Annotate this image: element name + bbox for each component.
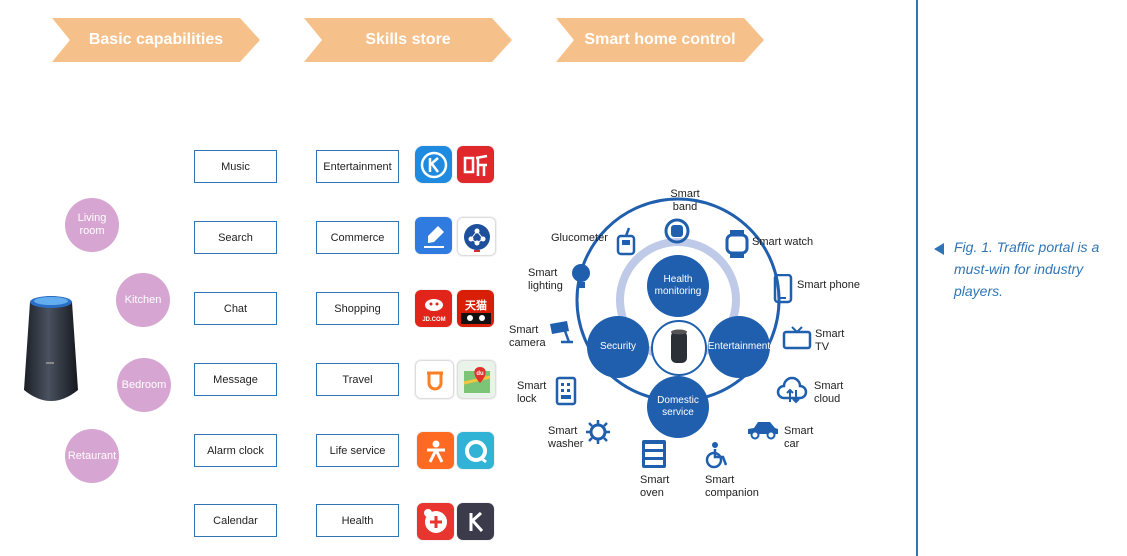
label-smart-lighting: Smart lighting <box>528 267 563 292</box>
skill-shopping: Shopping <box>316 292 399 325</box>
phone-icon <box>773 274 793 304</box>
figure-caption: Fig. 1. Traffic portal is a must-win for… <box>954 239 1100 299</box>
room-kitchen: Kitchen <box>116 273 170 327</box>
capability-calendar: Calendar <box>194 504 277 537</box>
caption-arrow-icon <box>934 243 944 255</box>
pen-icon <box>415 217 452 254</box>
tv-icon <box>782 326 812 350</box>
dianping-icon <box>417 432 454 469</box>
label-smart-washer: Smart washer <box>548 425 584 450</box>
label-smart-car: Smart car <box>784 425 814 450</box>
capability-search: Search <box>194 221 277 254</box>
label-smart-watch: Smart watch <box>752 236 814 248</box>
label-smart-phone: Smart phone <box>797 279 860 291</box>
label-smart-oven: Smart oven <box>640 474 670 499</box>
keep-icon <box>457 503 494 540</box>
label-smart-lock: Smart lock <box>517 380 547 405</box>
baidu-map-icon: du <box>457 360 496 399</box>
svg-text:du: du <box>476 371 484 377</box>
camera-icon <box>550 321 573 344</box>
step-basic-capabilities: Basic capabilities <box>52 18 260 62</box>
label-smart-cloud: Smart cloud <box>814 380 844 405</box>
node-health-monitoring: Health monitoring <box>647 255 709 317</box>
room-restaurant: Retaurant <box>65 429 119 483</box>
svg-text:JD.COM: JD.COM <box>422 317 445 323</box>
label-glucometer: Glucometer <box>551 232 608 244</box>
room-living-room: Living room <box>65 198 119 252</box>
oven-icon <box>642 440 666 468</box>
network-icon <box>457 217 496 256</box>
wheelchair-icon <box>705 442 728 469</box>
ximalaya-icon <box>457 146 494 183</box>
label-smart-companion: Smart companion <box>705 474 759 499</box>
label-smart-band: Smart band <box>670 188 700 213</box>
skill-travel: Travel <box>316 363 399 396</box>
band-icon <box>664 218 690 244</box>
watch-icon <box>725 230 749 258</box>
tmall-icon: 天猫 <box>457 290 494 327</box>
label-smart-tv: Smart TV <box>815 328 845 353</box>
skill-life-service: Life service <box>316 434 399 467</box>
health-app-icon <box>417 503 454 540</box>
step-label: Basic capabilities <box>88 31 224 48</box>
skill-health: Health <box>316 504 399 537</box>
node-security: Security <box>587 316 649 378</box>
bulb-icon <box>572 264 590 288</box>
skill-commerce: Commerce <box>316 221 399 254</box>
room-bedroom: Bedroom <box>117 358 171 412</box>
label-smart-camera: Smart camera <box>509 324 546 349</box>
capability-music: Music <box>194 150 277 183</box>
capability-alarm-clock: Alarm clock <box>194 434 277 467</box>
cloud-icon <box>776 376 808 404</box>
node-domestic-service: Domestic service <box>647 376 709 438</box>
car-icon <box>748 422 778 440</box>
capability-chat: Chat <box>194 292 277 325</box>
step-label: Skills store <box>365 31 451 48</box>
didi-icon <box>415 360 454 399</box>
jdcom-icon: JD.COM <box>415 290 452 327</box>
kugou-icon <box>415 146 452 183</box>
step-label: Smart home control <box>584 31 736 48</box>
step-smart-home-control: Smart home control <box>556 18 764 62</box>
center-speaker <box>651 320 707 376</box>
node-entertainment: Entertainment <box>708 316 770 378</box>
capability-message: Message <box>194 363 277 396</box>
washer-icon <box>586 420 610 444</box>
svg-text:天猫: 天猫 <box>465 298 487 312</box>
vertical-divider <box>916 0 918 556</box>
step-skills-store: Skills store <box>304 18 512 62</box>
skill-entertainment: Entertainment <box>316 150 399 183</box>
glucometer-icon <box>616 227 636 256</box>
lock-icon <box>555 376 577 406</box>
circle-app-icon <box>457 432 494 469</box>
smart-speaker-image <box>24 296 78 401</box>
